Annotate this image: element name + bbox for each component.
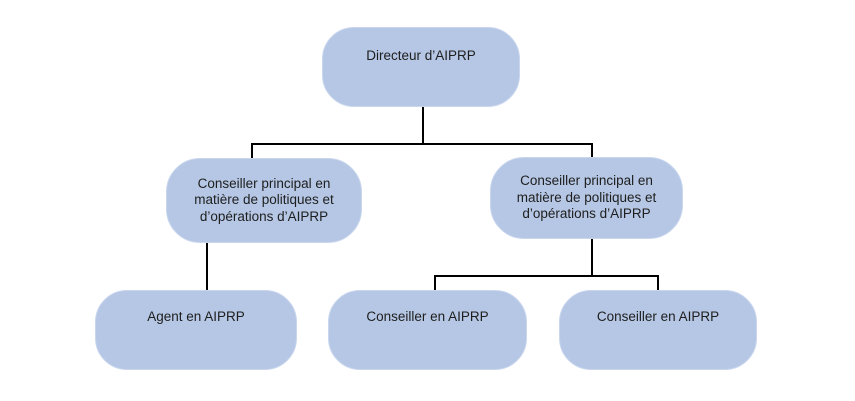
org-node-agent: Agent en AIPRP bbox=[95, 290, 297, 370]
org-node-directeur: Directeur d’AIPRP bbox=[322, 27, 520, 107]
org-node-label: Agent en AIPRP bbox=[147, 309, 245, 324]
org-node-label: Conseiller principal en matière de polit… bbox=[516, 173, 657, 222]
connector-level2-bracket bbox=[434, 275, 659, 296]
org-node-conseiller-2: Conseiller en AIPRP bbox=[559, 290, 757, 370]
org-node-conseiller-principal-gauche: Conseiller principal en matière de polit… bbox=[166, 158, 362, 243]
org-node-label: Conseiller en AIPRP bbox=[596, 309, 720, 324]
connector-level1-bracket bbox=[251, 143, 593, 166]
org-node-label: Conseiller principal en matière de polit… bbox=[194, 175, 334, 224]
org-node-label: Directeur d’AIPRP bbox=[366, 48, 476, 63]
org-node-label: Conseiller en AIPRP bbox=[366, 309, 489, 324]
org-node-conseiller-1: Conseiller en AIPRP bbox=[328, 290, 527, 370]
org-node-conseiller-principal-droit: Conseiller principal en matière de polit… bbox=[490, 157, 683, 239]
